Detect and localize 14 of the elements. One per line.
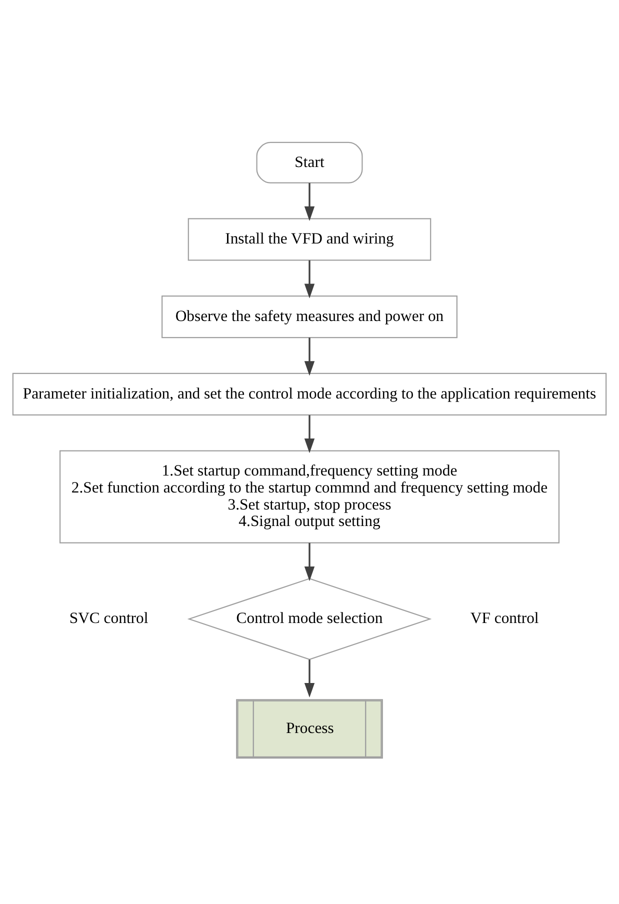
node-diamond: Control mode selection bbox=[187, 578, 432, 660]
arrow bbox=[304, 414, 315, 453]
arrow bbox=[304, 542, 315, 581]
arrow bbox=[304, 659, 315, 698]
arrow bbox=[304, 260, 315, 298]
node-box: Install the VFD and wiring bbox=[188, 218, 432, 260]
node-box: Parameter initialization, and set the control mode according to the application requirements bbox=[12, 372, 607, 415]
arrow bbox=[304, 182, 315, 220]
arrow bbox=[304, 337, 315, 376]
label: SVC control bbox=[69, 610, 148, 627]
label: VF control bbox=[470, 610, 539, 627]
node-box: Start bbox=[256, 141, 363, 183]
node-box: 1.Set startup command,frequency setting mode 2.Set function according to the startup commnd and frequency setting mode 3.Set startup, stop process 4.Signal output setting bbox=[59, 450, 560, 543]
node-box: Observe the safety measures and power on bbox=[162, 295, 458, 338]
